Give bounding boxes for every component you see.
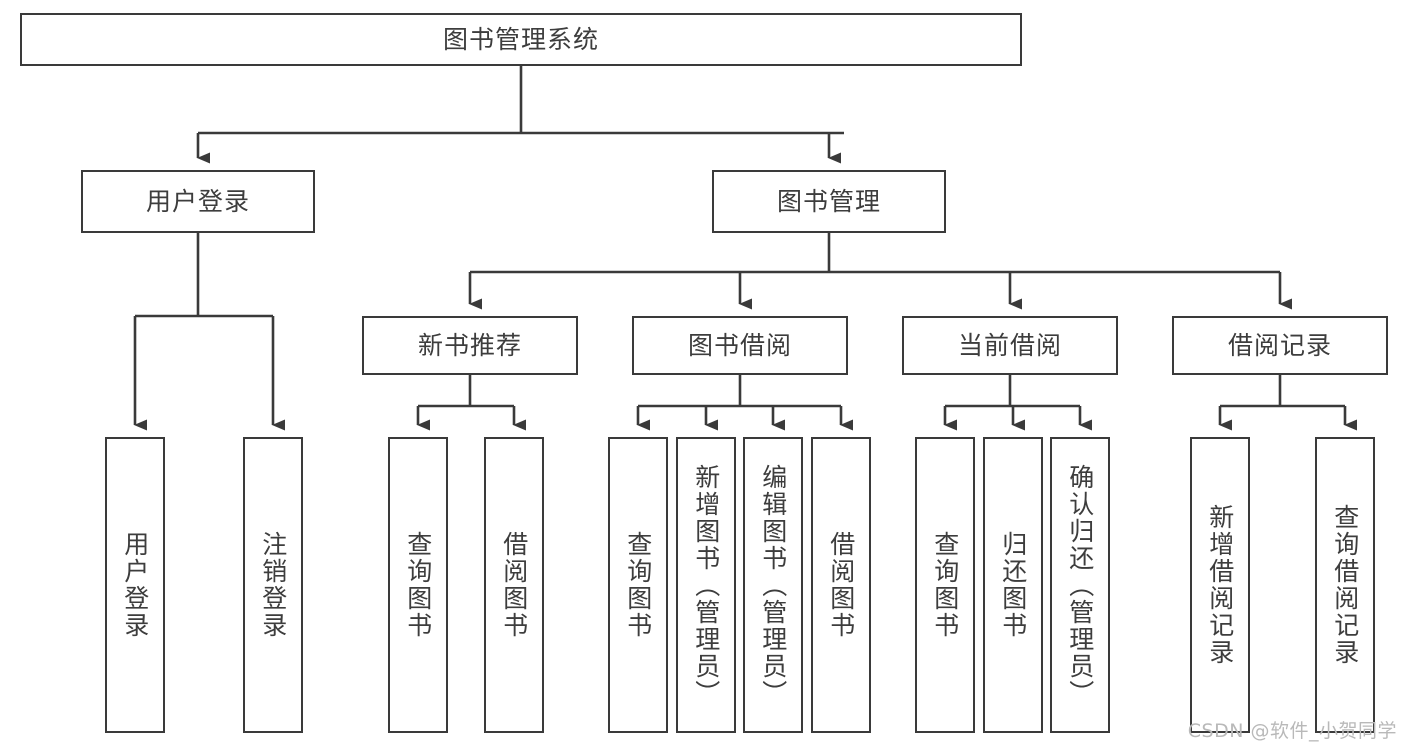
node-leaf-query-book-1-label: 查询图书 (403, 531, 433, 639)
node-leaf-user-login-label: 用户登录 (120, 531, 150, 639)
node-leaf-add-book-label: 新增图书（管理员） (691, 463, 721, 707)
node-leaf-edit-book-label: 编辑图书（管理员） (758, 463, 788, 707)
node-leaf-return-book[interactable]: 归还图书 (983, 437, 1043, 733)
node-leaf-logout-label: 注销登录 (258, 531, 288, 639)
node-leaf-return-book-label: 归还图书 (998, 531, 1028, 639)
node-leaf-query-book-1[interactable]: 查询图书 (388, 437, 448, 733)
node-book-manage-label: 图书管理 (776, 187, 881, 216)
node-root-label: 图书管理系统 (442, 25, 599, 54)
node-root[interactable]: 图书管理系统 (20, 13, 1022, 66)
node-borrow-record-label: 借阅记录 (1227, 331, 1332, 360)
node-leaf-query-book-3[interactable]: 查询图书 (915, 437, 975, 733)
node-leaf-logout[interactable]: 注销登录 (243, 437, 303, 733)
node-leaf-borrow-book-2-label: 借阅图书 (826, 531, 856, 639)
node-leaf-query-book-2[interactable]: 查询图书 (608, 437, 668, 733)
watermark-text: CSDN @软件_小贺同学 (1187, 720, 1397, 742)
node-leaf-borrow-book-1-label: 借阅图书 (499, 531, 529, 639)
node-current-borrow[interactable]: 当前借阅 (902, 316, 1118, 375)
node-leaf-add-book[interactable]: 新增图书（管理员） (676, 437, 736, 733)
node-leaf-query-record-label: 查询借阅记录 (1330, 504, 1360, 666)
node-leaf-borrow-book-2[interactable]: 借阅图书 (811, 437, 871, 733)
node-borrow-record[interactable]: 借阅记录 (1172, 316, 1388, 375)
node-current-borrow-label: 当前借阅 (957, 331, 1062, 360)
node-leaf-add-record-label: 新增借阅记录 (1205, 504, 1235, 666)
node-leaf-query-book-3-label: 查询图书 (930, 531, 960, 639)
node-leaf-add-record[interactable]: 新增借阅记录 (1190, 437, 1250, 733)
node-book-borrow-label: 图书借阅 (687, 331, 792, 360)
node-leaf-query-record[interactable]: 查询借阅记录 (1315, 437, 1375, 733)
node-user-login[interactable]: 用户登录 (81, 170, 315, 233)
node-leaf-user-login[interactable]: 用户登录 (105, 437, 165, 733)
node-new-book-rec[interactable]: 新书推荐 (362, 316, 578, 375)
node-book-borrow[interactable]: 图书借阅 (632, 316, 848, 375)
node-new-book-rec-label: 新书推荐 (417, 331, 522, 360)
node-book-manage[interactable]: 图书管理 (712, 170, 946, 233)
node-leaf-query-book-2-label: 查询图书 (623, 531, 653, 639)
node-leaf-confirm-return-label: 确认归还（管理员） (1065, 463, 1095, 707)
node-leaf-edit-book[interactable]: 编辑图书（管理员） (743, 437, 803, 733)
node-user-login-label: 用户登录 (145, 187, 250, 216)
node-leaf-borrow-book-1[interactable]: 借阅图书 (484, 437, 544, 733)
node-leaf-confirm-return[interactable]: 确认归还（管理员） (1050, 437, 1110, 733)
